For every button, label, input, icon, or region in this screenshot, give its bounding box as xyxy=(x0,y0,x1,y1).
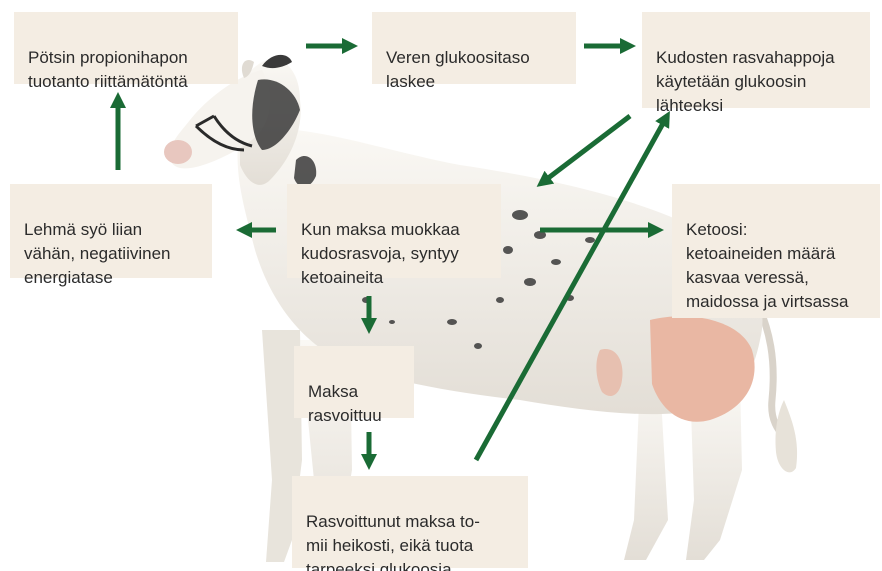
box-propionic-acid-text: Pötsin propionihapon tuotanto riittämätö… xyxy=(28,46,224,94)
box-ketosis: Ketoosi: ketoaineiden määrä kasvaa veres… xyxy=(672,184,880,318)
box-liver-weak-text: Rasvoittunut maksa to- mii heikosti, eik… xyxy=(306,510,514,571)
box-blood-glucose-text: Veren glukoositaso laskee xyxy=(386,46,562,94)
box-liver-ketones-text: Kun maksa muokkaa kudosrasvoja, syntyy k… xyxy=(301,218,487,290)
box-propionic-acid: Pötsin propionihapon tuotanto riittämätö… xyxy=(14,12,238,84)
arrow-weak-liver-to-fatty-acids xyxy=(476,118,666,460)
box-liver-ketones: Kun maksa muokkaa kudosrasvoja, syntyy k… xyxy=(287,184,501,278)
box-fatty-liver: Maksa rasvoittuu xyxy=(294,346,414,418)
box-fatty-acids-text: Kudosten rasvahappoja käytetään glukoosi… xyxy=(656,46,856,118)
box-fatty-acids: Kudosten rasvahappoja käytetään glukoosi… xyxy=(642,12,870,108)
box-blood-glucose: Veren glukoositaso laskee xyxy=(372,12,576,84)
box-negative-energy-text: Lehmä syö liian vähän, negatiivinen ener… xyxy=(24,218,198,290)
box-negative-energy: Lehmä syö liian vähän, negatiivinen ener… xyxy=(10,184,212,278)
box-liver-weak: Rasvoittunut maksa to- mii heikosti, eik… xyxy=(292,476,528,568)
arrow-fatty-acids-to-liver xyxy=(543,116,630,182)
box-fatty-liver-text: Maksa rasvoittuu xyxy=(308,380,400,428)
box-ketosis-text: Ketoosi: ketoaineiden määrä kasvaa veres… xyxy=(686,218,866,314)
